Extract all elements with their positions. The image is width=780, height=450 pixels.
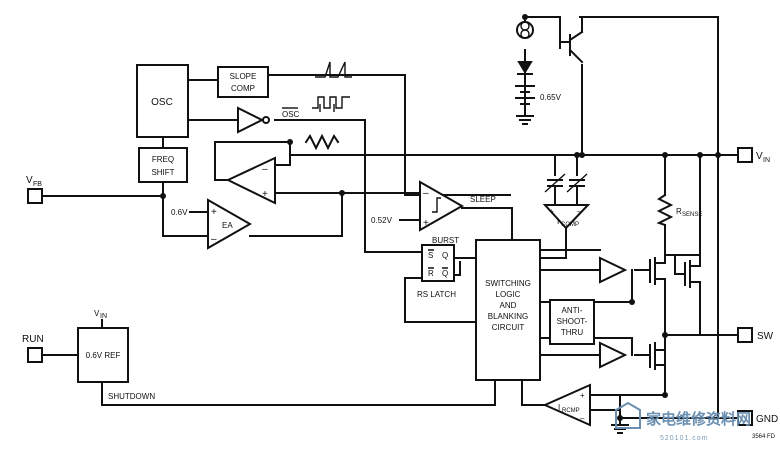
osc-label: OSC — [151, 97, 173, 108]
ref-block — [77, 327, 129, 383]
inverter-bubble — [262, 116, 270, 124]
run-pin-label: RUN — [22, 334, 44, 345]
switching-logic-line-3: AND — [500, 301, 517, 310]
bottom-gate-driver — [599, 341, 628, 369]
ground-icon — [516, 115, 534, 125]
ircmp-minus: – — [580, 414, 585, 423]
run-pin — [27, 347, 43, 363]
latch-block — [421, 244, 455, 282]
latch-r: R — [428, 269, 434, 278]
vfb-pin — [27, 188, 43, 204]
vin-pin — [737, 147, 753, 163]
sw-pin-label: SW — [757, 331, 774, 342]
watermark-logo-icon — [615, 401, 641, 429]
freq-shift-label-2: SHIFT — [151, 168, 174, 177]
ircmp-sub: RCMP — [562, 408, 580, 414]
icomp-minus: – — [577, 207, 582, 216]
freq-shift-label-1: FREQ — [152, 155, 174, 164]
slope-comp-block — [217, 66, 269, 98]
burst-plus: + — [423, 218, 429, 229]
ircmp-main: I — [558, 403, 560, 412]
ref-vin-sub: IN — [100, 313, 107, 320]
anti-shoot-thru-block — [549, 299, 595, 345]
ea-ref-voltage: 0.6V — [171, 208, 188, 217]
latch-qbar: Q — [442, 269, 448, 278]
icomp-main: I — [557, 217, 559, 226]
watermark: 家电维修资料网 520101.com — [615, 401, 751, 442]
switching-logic-line-5: CIRCUIT — [492, 323, 525, 332]
shutdown-label: SHUTDOWN — [108, 392, 155, 401]
top-gate-driver — [599, 256, 628, 284]
anti-shoot-thru-line-3: THRU — [561, 328, 583, 337]
anti-shoot-thru-line-1: ANTI- — [562, 306, 583, 315]
figure-code: 3564 FD — [752, 434, 776, 440]
burst-ref-voltage: 0.52V — [371, 216, 393, 225]
latch-q: Q — [442, 251, 448, 260]
switching-logic-line-1: SWITCHING — [485, 279, 531, 288]
feedback-resistor-icon — [304, 133, 340, 151]
pulse-waveform-icon — [312, 96, 350, 109]
sw-pin — [737, 327, 753, 343]
osc-bar-label: OSC — [282, 110, 300, 119]
icomp-sub: COMP — [561, 222, 579, 228]
sawtooth-waveform-icon — [315, 61, 352, 78]
ea-minus: – — [211, 234, 217, 245]
ref-label: 0.6V REF — [86, 351, 121, 360]
latch-s: S — [428, 251, 433, 260]
switching-logic-line-4: BLANKING — [488, 312, 528, 321]
anti-shoot-thru-line-2: SHOOT- — [557, 317, 588, 326]
rsense-sub: SENSE — [682, 212, 702, 218]
bottom-mosfet-icon — [649, 342, 666, 381]
watermark-url: 520101.com — [660, 435, 709, 442]
rs-latch-label: RS LATCH — [417, 290, 456, 299]
inverter-triangle — [237, 106, 265, 134]
osc-block — [136, 64, 189, 138]
ea-label: EA — [222, 221, 233, 230]
top-mosfet-icon — [649, 254, 666, 301]
switching-logic-line-2: LOGIC — [496, 290, 521, 299]
burst-label: BURST — [432, 236, 459, 245]
icomp-plus: + — [549, 207, 554, 216]
watermark-text: 家电维修资料网 — [646, 410, 751, 428]
vfb-pin-sub: FB — [33, 181, 42, 188]
vin-pin-sub: IN — [763, 157, 770, 164]
icomp-capacitors-icon — [547, 179, 585, 206]
icomp-amplifier — [542, 204, 591, 230]
wires — [41, 16, 739, 426]
npn-transistor-icon — [559, 30, 584, 64]
ircmp-amplifier — [542, 383, 591, 427]
freq-shift-block — [138, 147, 188, 183]
gnd-pin-label: GND — [756, 414, 778, 425]
top-mosfet-2-icon — [684, 254, 701, 291]
ircmp-plus: + — [580, 391, 585, 400]
diode-icon — [517, 61, 533, 74]
slope-comp-label-1: SLOPE — [230, 72, 257, 81]
hysteresis-icon — [432, 197, 441, 213]
battery-icon — [515, 85, 535, 105]
bias-voltage-label: 0.65V — [540, 93, 562, 102]
slope-comp-label-2: COMP — [231, 84, 255, 93]
feedback-comparator — [225, 156, 276, 205]
error-amplifier — [207, 198, 253, 250]
feedback-comp-minus: – — [262, 164, 268, 175]
vfb-pin-main: V — [26, 175, 33, 186]
sleep-label: SLEEP — [470, 195, 496, 204]
burst-comparator — [419, 180, 465, 232]
ref-vin-main: V — [94, 309, 100, 318]
switching-logic-block — [475, 239, 541, 381]
rsense-resistor-icon — [656, 193, 674, 227]
junction-dots — [160, 14, 721, 421]
ea-plus: + — [211, 207, 217, 218]
feedback-comp-plus: + — [262, 189, 268, 200]
rsense-main: R — [676, 207, 682, 216]
gnd-pin — [737, 410, 753, 426]
burst-minus: – — [423, 188, 429, 199]
vin-pin-main: V — [756, 151, 763, 162]
